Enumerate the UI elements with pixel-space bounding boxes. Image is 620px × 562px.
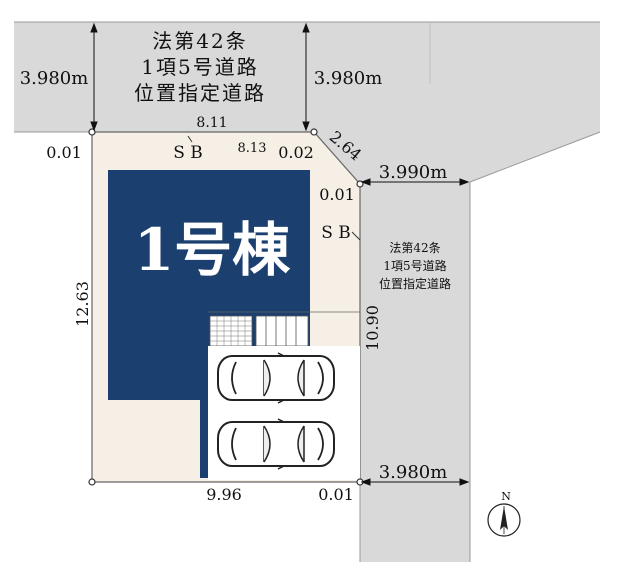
sb-marker-right: S B <box>321 223 351 243</box>
right-road-width-top: 3.990m <box>379 162 448 183</box>
boundary-markers <box>88 128 364 486</box>
offset-right-top: 0.01 <box>319 185 355 204</box>
sb-marker-top: S B <box>173 143 203 163</box>
right-road-dimensions <box>360 178 470 486</box>
right-road-label-line2: 1項5号道路 <box>383 258 446 273</box>
dim-top-outer: 8.11 <box>196 115 227 131</box>
right-road <box>314 22 600 562</box>
dim-top-inner: 8.13 <box>238 141 267 156</box>
dim-right: 10.90 <box>363 305 382 351</box>
right-road-label-line3: 位置指定道路 <box>379 276 451 291</box>
entrance-steps <box>255 315 309 347</box>
top-road-width-right: 3.980m <box>314 68 383 89</box>
top-road-width-left: 3.980m <box>20 68 89 89</box>
road-area <box>14 21 601 562</box>
dim-bottom: 9.96 <box>206 485 242 504</box>
building-label: 1号棟 <box>134 216 291 284</box>
dim-left: 12.63 <box>73 281 92 327</box>
top-road-label-line1: 法第42条 <box>152 29 247 53</box>
top-road-label-line2: 1項5号道路 <box>141 55 258 79</box>
offset-top-left: 0.01 <box>46 143 82 162</box>
entrance-porch <box>209 315 309 347</box>
top-road-label-line3: 位置指定道路 <box>134 81 266 105</box>
north-arrow-icon <box>487 503 521 537</box>
building-1-extension <box>200 312 208 478</box>
right-road-label-line1: 法第42条 <box>389 241 440 255</box>
car-icon <box>217 352 335 404</box>
car-icon <box>217 418 335 470</box>
offset-bottom-right: 0.01 <box>318 485 354 504</box>
offset-top-right: 0.02 <box>278 143 314 162</box>
right-road-width-bottom: 3.980m <box>379 462 448 483</box>
north-label: N <box>501 490 511 503</box>
top-road-dimensions <box>90 22 310 132</box>
